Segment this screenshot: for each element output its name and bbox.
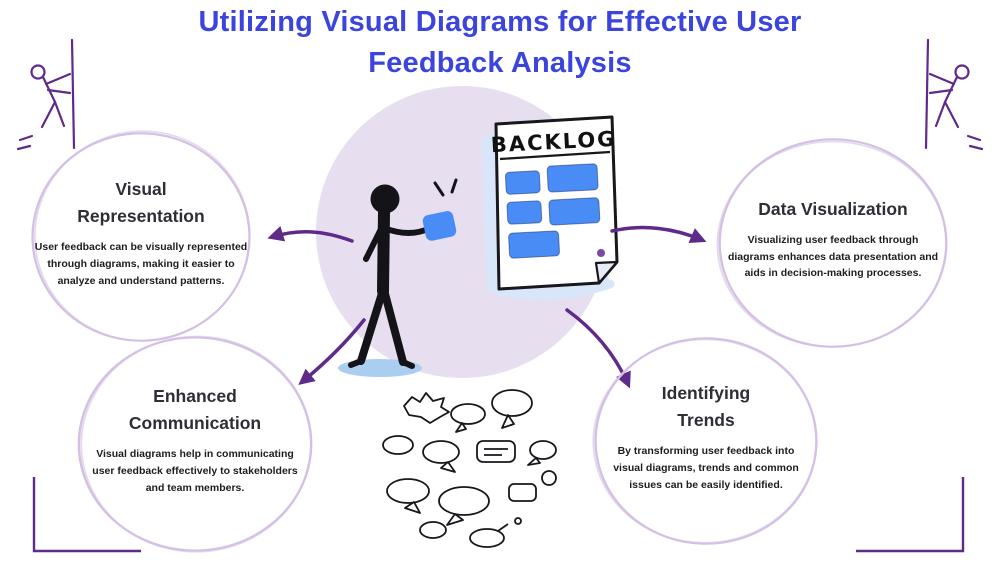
node-title: Enhanced Communication [128,386,262,434]
page-title: Utilizing Visual Diagrams for Effective … [0,2,1000,83]
sticky-notes-grid [504,163,601,259]
node-title: Data Visualization [758,198,908,219]
purple-dot [597,249,605,257]
node-description: By transforming user feedback into visua… [613,445,799,492]
node-enhanced-communication: Enhanced Communication Visual diagrams h… [74,333,316,555]
page-title-line2: Feedback Analysis [368,46,632,79]
folded-corner [594,260,619,285]
node-content: Visual Representation User feedback can … [34,176,249,290]
sparkle-lines [433,178,458,197]
node-content: Enhanced Communication Visual diagrams h… [88,383,303,497]
node-data-visualization: Data Visualization Visualizing user feed… [715,135,951,351]
node-description: User feedback can be visually represente… [34,241,248,288]
person-shadow [338,359,422,377]
backlog-shadow [481,130,615,301]
arrow-to-data-visualization [610,225,707,243]
sketch-circle [77,335,313,553]
sketch-circle [716,138,948,348]
node-content: Identifying Trends By transforming user … [605,380,807,494]
person-illustration [338,178,458,377]
node-description: Visual diagrams help in communicating us… [92,448,298,495]
node-description: Visualizing user feedback through diagra… [727,233,939,280]
backlog-card: BACKLOG [490,115,619,291]
node-identifying-trends: Identifying Trends By transforming user … [591,334,821,548]
sticky-note-in-hand [422,211,457,241]
speech-bubbles-doodle [382,389,557,548]
node-visual-representation: Visual Representation User feedback can … [28,129,254,345]
node-content: Data Visualization Visualizing user feed… [726,196,941,283]
node-title: Visual Representation [77,179,205,227]
corner-bracket-bottom-right [856,477,965,553]
node-title: Identifying Trends [661,383,751,431]
backlog-title: BACKLOG [490,127,617,158]
arrow-to-visual-representation [267,225,354,243]
sketch-circle [31,130,251,342]
center-blob [316,86,608,378]
person-head [370,184,400,214]
page-title-line1: Utilizing Visual Diagrams for Effective … [198,6,802,38]
sketch-circle [592,337,818,545]
